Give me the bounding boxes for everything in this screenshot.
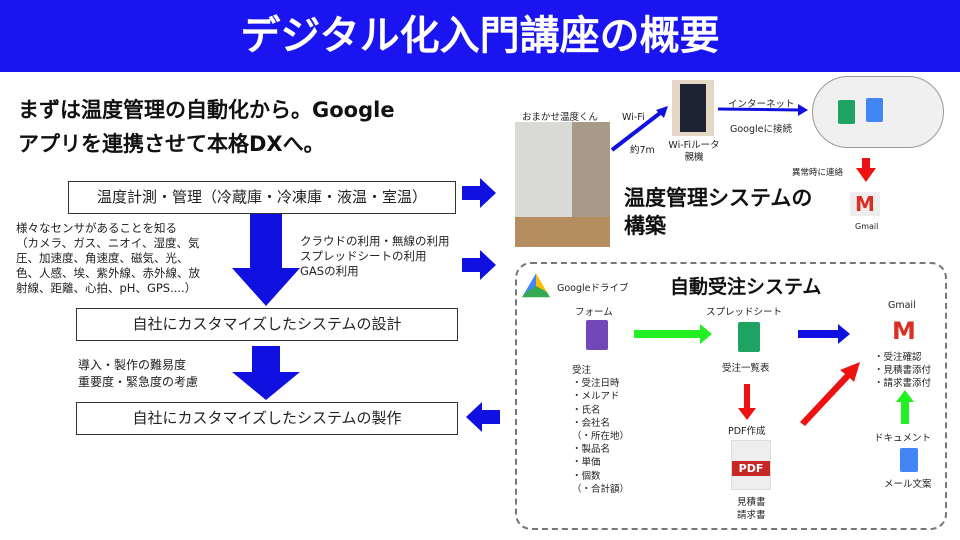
- gmail-action: ・見積書添付: [874, 365, 932, 376]
- gmail-label: Gmail: [855, 222, 879, 231]
- down-arrow-icon: [232, 346, 300, 400]
- order-field: 受注: [572, 365, 592, 376]
- order-field: （・所在地）: [572, 431, 630, 443]
- intro-line: アプリを連携させて本格DXへ。: [18, 132, 325, 156]
- docs-icon: [900, 448, 918, 472]
- mail-draft-label: メール文案: [884, 479, 932, 490]
- flow-box-design: 自社にカスタマイズしたシステムの設計: [76, 308, 458, 341]
- intro-line: まずは温度管理の自動化から。Google: [18, 98, 395, 122]
- order-field: （・合計額）: [572, 483, 630, 495]
- gmail-icon: M: [850, 192, 880, 216]
- blue-arrow-icon: [798, 324, 850, 344]
- alert-label: 異常時に連絡: [792, 168, 844, 178]
- fridge-photo: [515, 122, 610, 247]
- page-title: デジタル化入門講座の概要: [0, 0, 960, 72]
- pdf-docs: 見積書 請求書: [737, 496, 766, 522]
- internet-label: インターネット: [728, 99, 795, 110]
- temp-system-heading: 温度管理システムの 構築: [624, 184, 812, 240]
- router-photo: [672, 80, 714, 136]
- pdf-doc: 請求書: [737, 510, 766, 521]
- order-field: ・受注日時: [572, 378, 620, 390]
- alert-arrow-icon: [856, 158, 876, 182]
- considerations-text: 導入・製作の難易度 重要度・緊急度の考慮: [78, 357, 198, 391]
- flow-box-build: 自社にカスタマイズしたシステムの製作: [76, 402, 458, 435]
- sensor-line: 射線、距離、心拍、pH、GPS....）: [16, 281, 197, 295]
- sensor-line: 色、人感、埃、紫外線、赤外線、放: [16, 266, 200, 280]
- green-arrow-icon: [634, 324, 712, 344]
- intro-text: まずは温度管理の自動化から。Google アプリを連携させて本格DXへ。: [18, 93, 395, 161]
- sensor-text: 様々なセンサがあることを知る （カメラ、ガス、ニオイ、湿度、気 圧、加速度、角速…: [16, 221, 200, 296]
- device-label: おまかせ温度くん: [522, 112, 599, 123]
- router-label-line: 親機: [684, 152, 704, 163]
- left-arrow-icon: [466, 402, 500, 432]
- sensor-line: 圧、加速度、角速度、磁気、光、: [16, 251, 189, 265]
- gmail-action: ・請求書添付: [874, 378, 932, 389]
- sensor-line: （カメラ、ガス、ニオイ、湿度、気: [16, 236, 200, 250]
- drive-label: Googleドライブ: [557, 283, 629, 294]
- consideration-line: 導入・製作の難易度: [78, 358, 187, 372]
- order-field: ・氏名: [572, 404, 601, 416]
- order-field: ・会社名: [572, 417, 611, 429]
- distance-label: 約7m: [630, 145, 655, 156]
- docs-icon: [866, 98, 883, 122]
- right-arrow-icon: [462, 250, 496, 280]
- pdf-icon: PDF: [731, 440, 771, 490]
- wifi-label: Wi-Fi: [622, 112, 645, 123]
- pdf-icon-label: PDF: [732, 461, 770, 476]
- google-connect-label: Googleに接続: [730, 124, 793, 135]
- heading-line: 温度管理システムの: [624, 186, 813, 210]
- cloud-use-line: GASの利用: [300, 264, 359, 278]
- cloud-use-text: クラウドの利用・無線の利用 スプレッドシートの利用 GASの利用: [300, 234, 450, 279]
- router-label-line: Wi-Fiルータ: [668, 140, 720, 151]
- gmail-icon: M: [892, 317, 916, 345]
- pdf-create-label: PDF作成: [728, 426, 766, 437]
- gmail-action: ・受注確認: [874, 352, 922, 363]
- red-arrow-icon: [738, 384, 756, 420]
- gmail-actions: ・受注確認 ・見積書添付 ・請求書添付: [874, 351, 931, 390]
- consideration-line: 重要度・緊急度の考慮: [78, 375, 199, 389]
- down-arrow-icon: [232, 214, 300, 306]
- order-system-heading: 自動受注システム: [670, 276, 822, 298]
- right-arrow-icon: [462, 178, 496, 208]
- order-system-panel: [515, 262, 947, 530]
- document-label: ドキュメント: [874, 433, 932, 444]
- router-label: Wi-Fiルータ 親機: [662, 140, 726, 164]
- gmail-label: Gmail: [888, 300, 916, 311]
- red-arrow-icon: [800, 362, 860, 426]
- cloud-use-line: クラウドの利用・無線の利用: [300, 234, 450, 248]
- flow-box-measurement: 温度計測・管理（冷蔵庫・冷凍庫・液温・室温）: [68, 181, 456, 214]
- order-field: ・個数: [572, 470, 601, 482]
- order-field: ・単価: [572, 457, 601, 469]
- order-field: ・メルアド: [572, 391, 620, 403]
- heading-line: 構築: [624, 214, 666, 238]
- sensor-line: 様々なセンサがあることを知る: [16, 221, 177, 235]
- order-field: ・製品名: [572, 444, 611, 456]
- green-arrow-icon: [896, 390, 914, 424]
- sheet-label: スプレッドシート: [706, 307, 783, 318]
- sheet-caption: 受注一覧表: [722, 363, 770, 374]
- forms-icon: [586, 320, 608, 350]
- sheets-icon: [738, 322, 760, 352]
- sheets-icon: [838, 100, 855, 124]
- form-label: フォーム: [575, 307, 613, 318]
- wifi-arrow: [610, 108, 666, 152]
- cloud-use-line: スプレッドシートの利用: [300, 249, 427, 263]
- pdf-doc: 見積書: [737, 497, 766, 508]
- order-fields: 受注 ・受注日時 ・メルアド ・氏名 ・会社名 （・所在地） ・製品名 ・単価 …: [572, 364, 629, 496]
- internet-arrow: [717, 107, 801, 112]
